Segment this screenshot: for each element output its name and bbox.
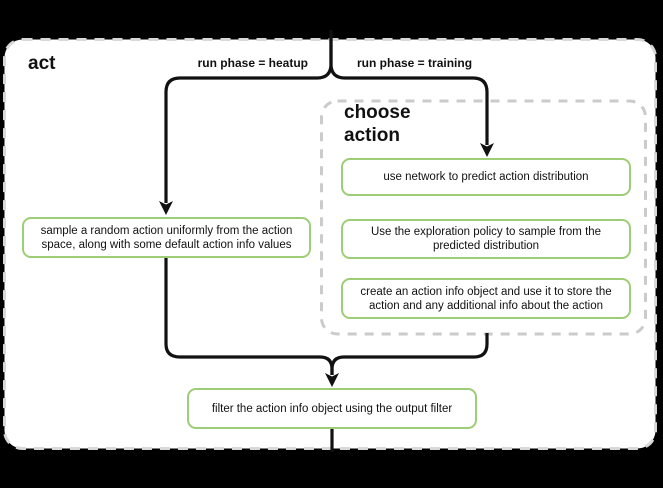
arrowhead-heatup-icon — [159, 201, 173, 215]
arrowhead-merge-icon — [325, 373, 339, 387]
node-create-action-info: create an action info object and use it … — [341, 278, 631, 319]
node-sample-random-action: sample a random action uniformly from th… — [22, 217, 311, 258]
arrowhead-training-icon — [480, 143, 494, 157]
merge-line-right — [330, 333, 489, 375]
branch-line-training — [329, 30, 489, 145]
node-use-network: use network to predict action distributi… — [341, 158, 631, 196]
group-title-choose-action: choose action — [344, 102, 411, 146]
panel-title-act: act — [28, 53, 56, 74]
branch-label-heatup: run phase = heatup — [197, 56, 308, 70]
node-filter-output: filter the action info object using the … — [187, 388, 477, 429]
node-exploration-policy: Use the exploration policy to sample fro… — [341, 219, 631, 259]
branch-label-training: run phase = training — [357, 56, 473, 70]
